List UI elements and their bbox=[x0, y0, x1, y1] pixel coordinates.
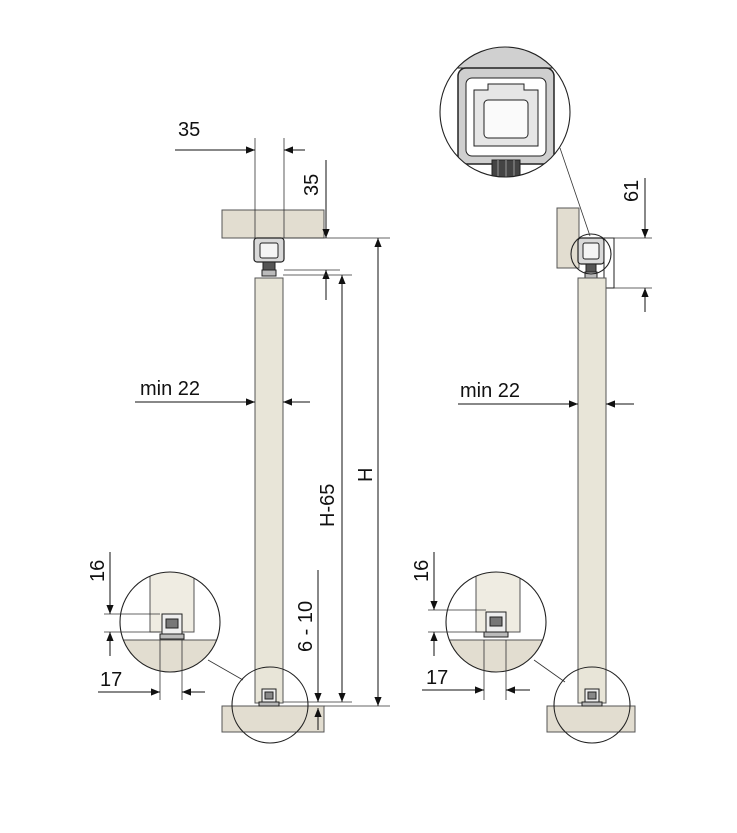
right-bottom-detail-circle bbox=[553, 666, 631, 744]
left-bottom-detail-circle bbox=[231, 666, 309, 744]
dim-min-thickness-right: min 22 bbox=[460, 380, 520, 402]
left-ceiling-block bbox=[221, 209, 325, 239]
left-floor-block bbox=[221, 705, 325, 733]
dim-guide-offset-left: 17 bbox=[100, 669, 122, 691]
dim-min-thickness-left: min 22 bbox=[140, 378, 200, 400]
dim-guide-height-left: 16 bbox=[87, 560, 109, 582]
dim-top-width: 35 bbox=[178, 119, 200, 141]
right-floor-guide bbox=[581, 688, 603, 707]
left-door-leaf bbox=[254, 277, 284, 704]
dim-guide-offset-right: 17 bbox=[426, 667, 448, 689]
left-top-track bbox=[253, 237, 285, 277]
right-wall-bracket bbox=[556, 207, 580, 269]
left-view: 35 35 min 22 H H-65 6 - 10 bbox=[87, 119, 390, 744]
dim-top-height: 35 bbox=[301, 174, 323, 196]
dim-floor-gap: 6 - 10 bbox=[295, 601, 317, 652]
right-top-detail-circle bbox=[570, 233, 612, 275]
right-door-leaf bbox=[577, 277, 607, 704]
dim-side-height: 61 bbox=[621, 180, 643, 202]
right-top-magnified-detail bbox=[439, 46, 591, 237]
left-floor-guide bbox=[258, 688, 280, 707]
right-floor-block bbox=[546, 705, 636, 733]
dim-height-total: H bbox=[355, 468, 377, 482]
dim-guide-height-right: 16 bbox=[411, 560, 433, 582]
right-view: 61 min 22 16 17 bbox=[411, 46, 652, 744]
dim-height-door: H-65 bbox=[317, 484, 339, 527]
right-inset-detail bbox=[445, 571, 566, 683]
left-inset-detail bbox=[119, 571, 244, 681]
